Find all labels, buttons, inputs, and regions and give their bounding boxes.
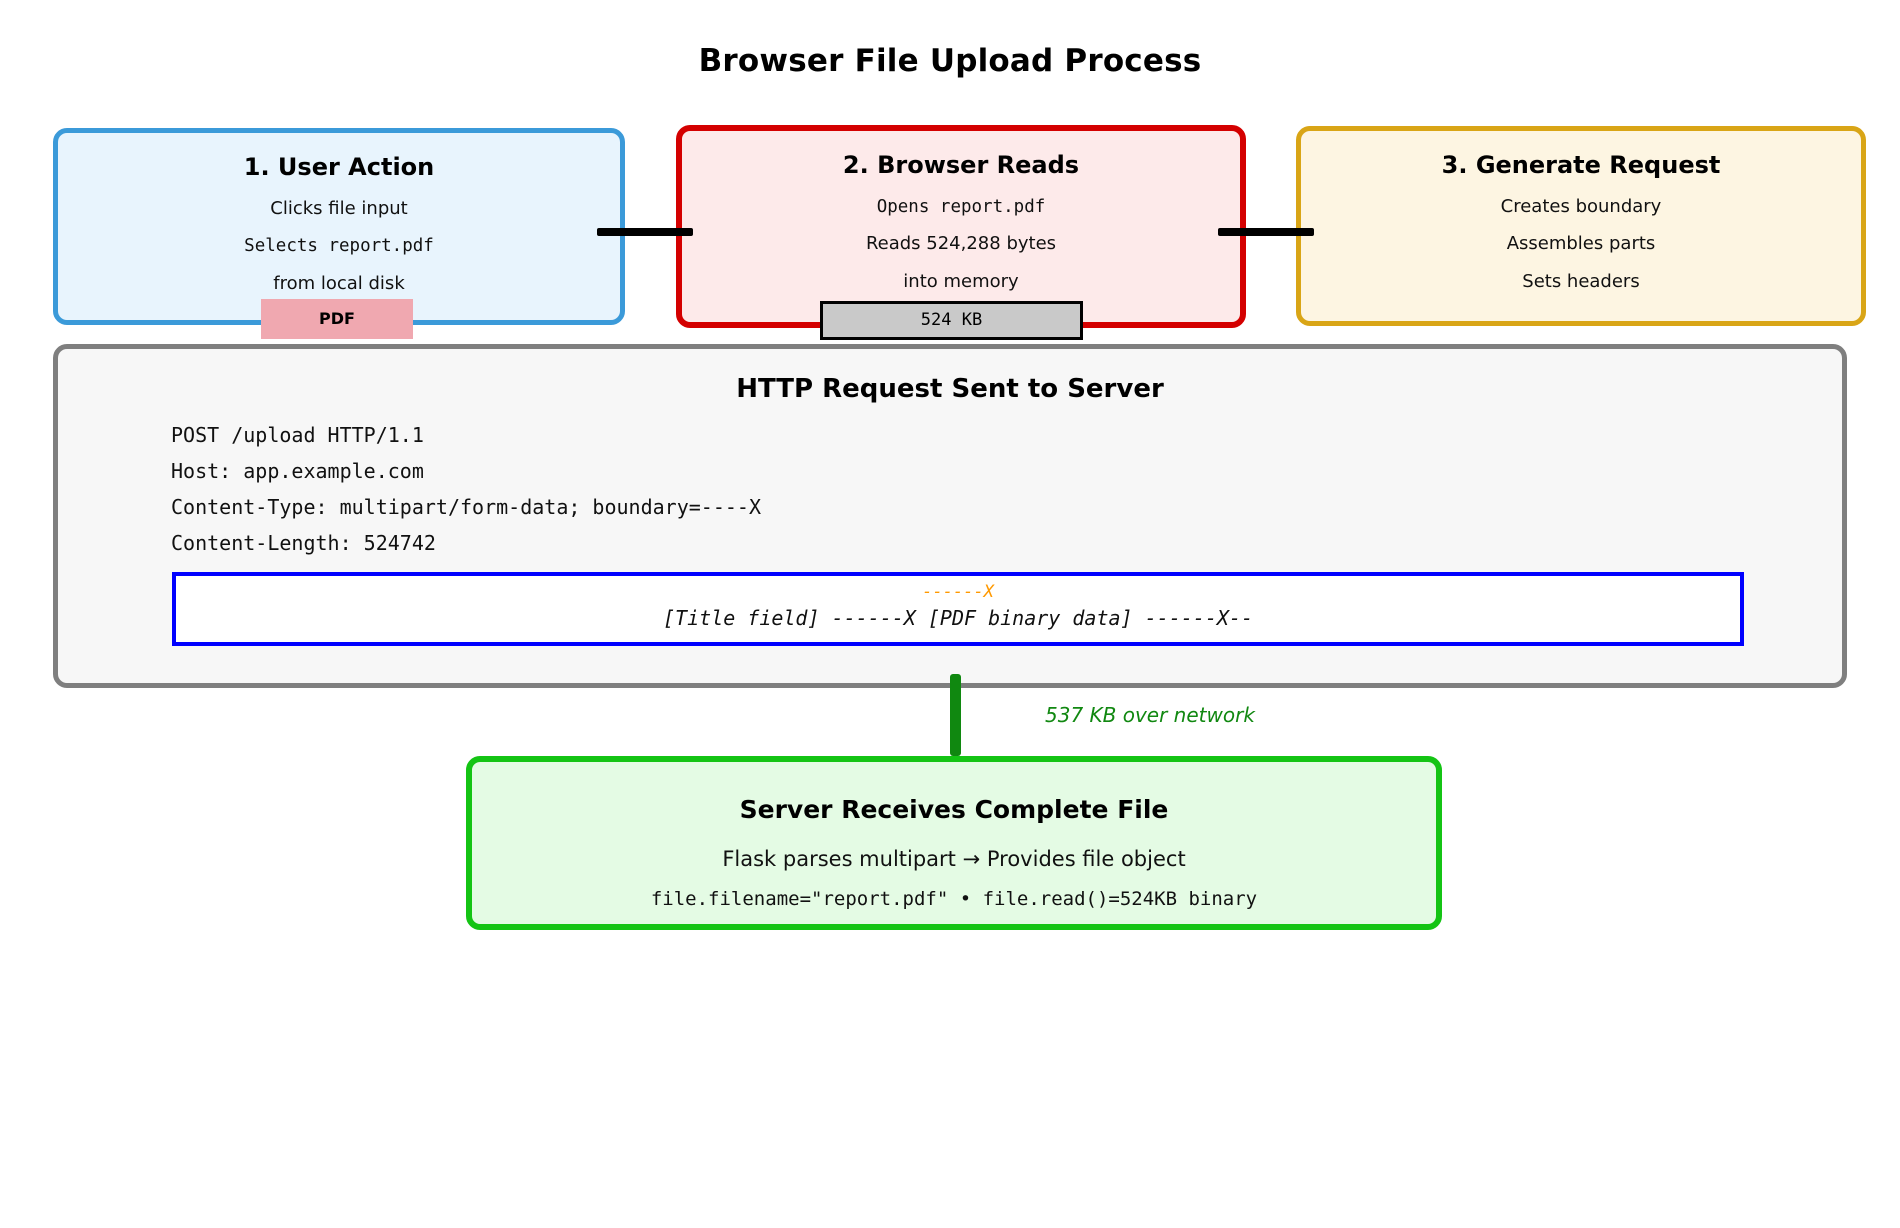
stage-line-browser-reads-2: Reads 524,288 bytes	[865, 232, 1057, 254]
file-size-badge: 524 KB	[820, 301, 1083, 340]
stage-line-user-action-2: Selects report.pdf	[244, 236, 434, 257]
stage-line-generate-request-2: Assembles parts	[1506, 233, 1656, 255]
http-header-line-content-type: Content-Type: multipart/form-data; bound…	[171, 495, 762, 519]
stage-box-user-action: 1. User Action Clicks file input Selects…	[53, 128, 625, 325]
http-header-line-host: Host: app.example.com	[171, 459, 424, 483]
connector-stage2-to-stage3	[1218, 228, 1314, 236]
stage-line-user-action-1: Clicks file input	[270, 197, 408, 219]
server-receives-box: Server Receives Complete File Flask pars…	[466, 756, 1442, 930]
multipart-boundary-marker: ------X	[922, 582, 994, 602]
server-box-subtitle: Flask parses multipart → Provides file o…	[722, 847, 1186, 871]
multipart-body-content: [Title field] ------X [PDF binary data] …	[662, 606, 1253, 630]
stage-line-browser-reads-1: Opens report.pdf	[876, 196, 1046, 217]
http-header-line-content-length: Content-Length: 524742	[171, 531, 436, 555]
server-box-detail: file.filename="report.pdf" • file.read()…	[650, 888, 1258, 910]
http-header-line-request: POST /upload HTTP/1.1	[171, 423, 424, 447]
stage-title-generate-request: 3. Generate Request	[1441, 151, 1721, 179]
stage-box-generate-request: 3. Generate Request Creates boundary Ass…	[1296, 126, 1866, 326]
stage-line-generate-request-1: Creates boundary	[1500, 195, 1662, 217]
stage-title-browser-reads: 2. Browser Reads	[842, 151, 1080, 179]
http-request-panel: HTTP Request Sent to Server POST /upload…	[53, 344, 1847, 688]
http-request-panel-title: HTTP Request Sent to Server	[736, 374, 1164, 404]
network-transfer-label: 537 KB over network	[1045, 703, 1255, 727]
network-connector-arrow	[950, 674, 961, 756]
stage-line-browser-reads-3: into memory	[903, 270, 1019, 292]
stage-line-user-action-3: from local disk	[273, 272, 405, 294]
stage-box-browser-reads: 2. Browser Reads Opens report.pdf Reads …	[676, 125, 1246, 328]
multipart-body-box: ------X [Title field] ------X [PDF binar…	[172, 572, 1744, 646]
server-box-title: Server Receives Complete File	[739, 795, 1169, 824]
page-title: Browser File Upload Process	[698, 43, 1202, 79]
stage-line-generate-request-3: Sets headers	[1522, 271, 1640, 293]
pdf-file-badge: PDF	[261, 299, 413, 339]
stage-title-user-action: 1. User Action	[243, 153, 435, 181]
connector-stage1-to-stage2	[597, 228, 693, 236]
